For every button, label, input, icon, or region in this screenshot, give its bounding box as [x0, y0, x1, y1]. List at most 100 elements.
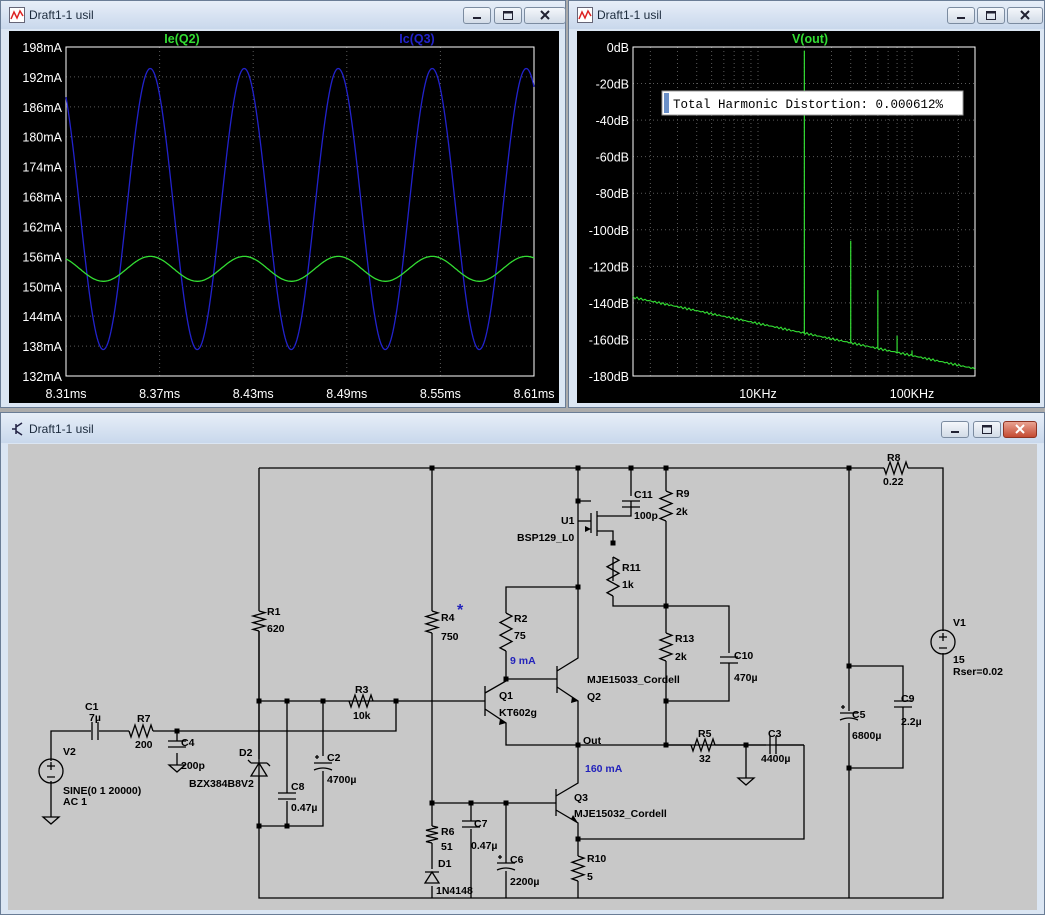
c1-label: C1 [85, 701, 99, 713]
y-tick-label: -100dB [589, 224, 629, 238]
junction-dot [575, 742, 581, 748]
v1-extra: Rser=0.02 [953, 666, 1003, 678]
ground-icon [41, 813, 61, 825]
q3-label: Q3 [574, 792, 588, 804]
y-tick-label: -60dB [596, 151, 629, 165]
r1-resistor-icon [250, 610, 268, 632]
c11-value: 100p [634, 510, 658, 522]
junction-dot [575, 836, 581, 842]
x-tick-label: 8.61ms [514, 387, 555, 401]
junction-dot [575, 465, 581, 471]
q3-value: MJE15032_Cordell [574, 808, 667, 820]
y-tick-label: 150mA [22, 280, 62, 294]
d2-value: BZX384B8V2 [189, 778, 254, 790]
minimize-icon [473, 17, 481, 19]
x-tick-label: 8.37ms [139, 387, 180, 401]
maximize-button[interactable] [973, 421, 1001, 438]
x-tick-label: 10KHz [739, 387, 777, 401]
maximize-button[interactable] [977, 7, 1005, 24]
minimize-icon [951, 431, 959, 433]
c7-value: 0.47µ [471, 840, 498, 852]
c2-label: C2 [327, 752, 341, 764]
close-button[interactable] [524, 7, 566, 24]
waveform-icon [9, 7, 25, 23]
y-tick-label: 192mA [22, 71, 62, 85]
c3-capacitor-icon [769, 736, 777, 754]
r7-label: R7 [137, 713, 151, 725]
junction-dot [628, 465, 634, 471]
q1-emitter-arrow [499, 719, 506, 725]
thd-annotation-marker [664, 93, 669, 113]
r4-resistor-icon [423, 610, 441, 634]
fft-titlebar[interactable]: Draft1-1 usil [569, 1, 1044, 29]
close-button[interactable] [1003, 421, 1037, 438]
y-tick-label: 186mA [22, 101, 62, 115]
schematic-titlebar[interactable]: Draft1-1 usil [1, 413, 1044, 443]
r6-label: R6 [441, 826, 455, 838]
thd-annotation-box [661, 90, 964, 116]
transient-titlebar[interactable]: Draft1-1 usil [1, 1, 566, 29]
close-icon [1020, 10, 1030, 20]
r10-value: 5 [587, 871, 593, 883]
junction-dot [174, 728, 180, 734]
junction-dot [610, 540, 616, 546]
r11-value: 1k [622, 579, 634, 591]
c1-value: 7µ [89, 712, 101, 724]
schematic-window[interactable]: Draft1-1 usil [0, 412, 1045, 915]
c9-label: C9 [901, 693, 915, 705]
trace-ie-q2 [65, 255, 535, 282]
x-tick-label: 8.31ms [46, 387, 87, 401]
y-tick-label: -180dB [589, 370, 629, 384]
y-tick-label: -20dB [596, 78, 629, 92]
maximize-icon [986, 11, 996, 20]
c8-capacitor-icon [278, 792, 296, 800]
junction-dot [663, 698, 669, 704]
v2-ac: AC 1 [63, 796, 87, 808]
minimize-button[interactable] [941, 421, 969, 438]
c11-label: C11 [634, 489, 653, 501]
d1-value: 1N4148 [436, 885, 473, 897]
c6-capacitor-icon [496, 855, 516, 871]
fft-plot-window[interactable]: Draft1-1 usil 0dB-20dB-40dB-60dB-80dB-10… [568, 0, 1045, 408]
junction-dot [846, 465, 852, 471]
r7-resistor-icon [128, 722, 154, 740]
junction-dot [429, 465, 435, 471]
y-tick-label: 138mA [22, 340, 62, 354]
r3-resistor-icon [348, 692, 374, 710]
star-marker: * [457, 602, 464, 619]
close-button[interactable] [1007, 7, 1043, 24]
y-tick-label: 132mA [22, 370, 62, 384]
r5-label: R5 [698, 728, 712, 740]
r8-resistor-icon [883, 459, 909, 477]
maximize-button[interactable] [494, 7, 522, 24]
y-tick-label: 180mA [22, 131, 62, 145]
junction-dot [429, 800, 435, 806]
v1-label: V1 [953, 617, 966, 629]
v2-source-icon [38, 758, 64, 784]
close-icon [540, 10, 550, 20]
minimize-button[interactable] [947, 7, 975, 24]
q2-label: Q2 [587, 691, 601, 703]
r13-label: R13 [675, 633, 694, 645]
v1-source-icon-polarity [939, 633, 947, 649]
y-tick-label: -40dB [596, 114, 629, 128]
c5-capacitor-icon [839, 705, 859, 721]
c7-capacitor-icon [462, 820, 480, 828]
r6-value: 51 [441, 841, 453, 853]
minimize-button[interactable] [463, 7, 491, 24]
c7-label: C7 [474, 818, 488, 830]
c2-capacitor-icon [313, 755, 333, 771]
junction-dot [575, 584, 581, 590]
d2-label: D2 [239, 747, 253, 759]
c6-label: C6 [510, 854, 524, 866]
q1-value: KT602g [499, 707, 537, 719]
x-tick-label: 8.49ms [326, 387, 367, 401]
c4-value: 200p [181, 760, 205, 772]
r2-value: 75 [514, 630, 526, 642]
c8-value: 0.47µ [291, 802, 318, 814]
r5-value: 32 [699, 753, 711, 765]
u1-value: BSP129_L0 [517, 532, 574, 544]
trace-label-ic-q3: Ic(Q3) [399, 32, 434, 46]
